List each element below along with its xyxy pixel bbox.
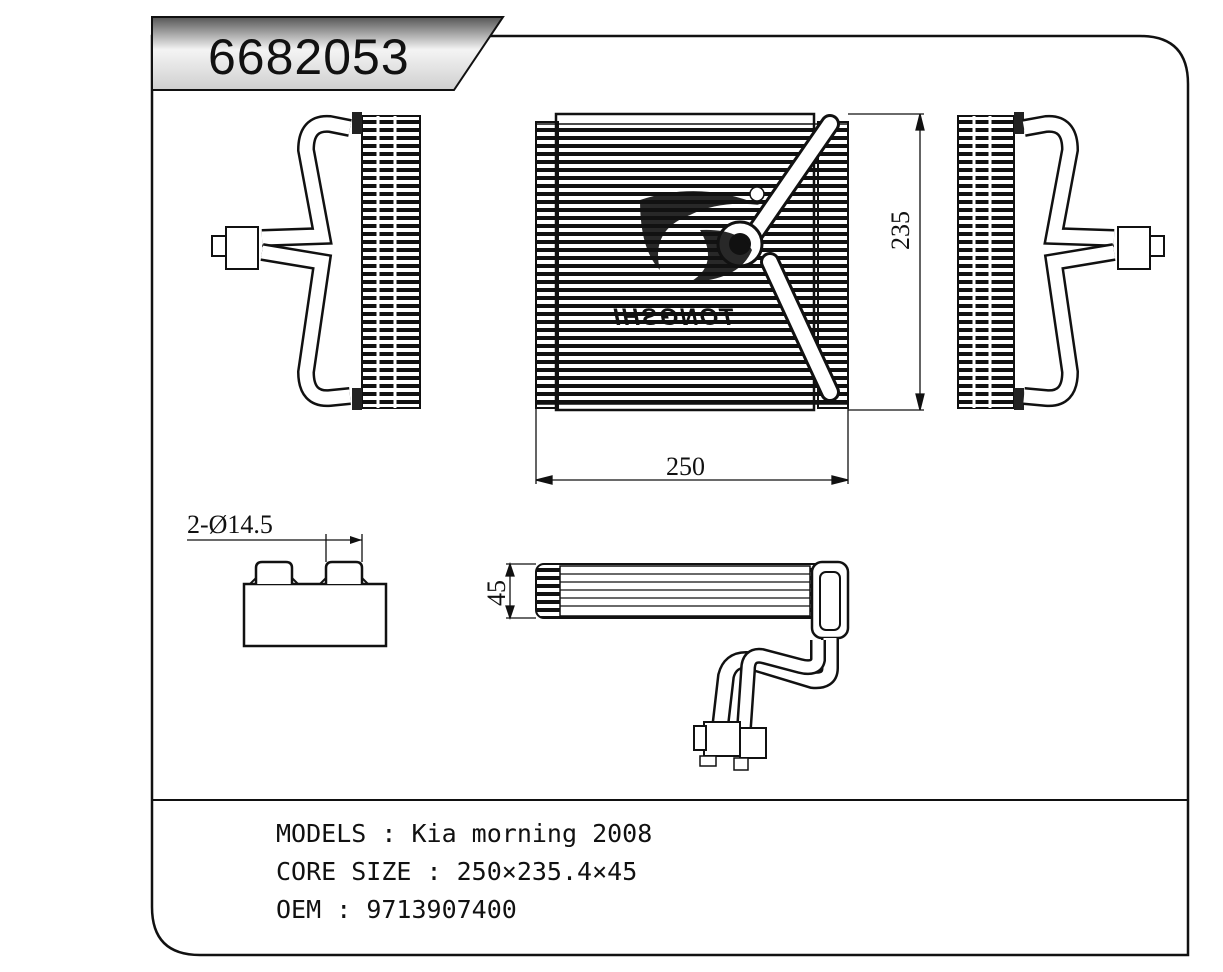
hole-detail (187, 534, 388, 648)
watermark-text: TONGSHI (612, 304, 735, 331)
spec-core-size: CORE SIZE : 250×235.4×45 (276, 857, 638, 886)
part-number: 6682053 (208, 29, 410, 85)
top-view (535, 560, 850, 771)
height-dimension-label: 235 (886, 211, 915, 250)
left-side-view (211, 112, 421, 410)
part-number-tab (151, 16, 505, 91)
models-label: MODELS (276, 819, 367, 848)
width-dimension-label: 250 (666, 452, 705, 481)
hole-dimension-label: 2-Ø14.5 (187, 510, 273, 539)
spec-models: MODELS : Kia morning 2008 (276, 819, 653, 848)
dimension-250 (535, 408, 849, 485)
front-view (535, 112, 849, 412)
oem-value: 9713907400 (366, 895, 517, 924)
watermark-logo (640, 191, 760, 282)
depth-dimension-label: 45 (482, 580, 511, 606)
core-size-value: 250×235.4×45 (456, 857, 638, 886)
oem-label: OEM (276, 895, 322, 924)
dimension-235 (848, 113, 925, 411)
dimension-45 (505, 561, 536, 621)
right-side-view (957, 112, 1165, 410)
spec-oem: OEM : 9713907400 (276, 895, 517, 924)
core-size-label: CORE SIZE (276, 857, 412, 886)
models-value: Kia morning 2008 (411, 819, 653, 848)
frame-border (150, 34, 1190, 957)
